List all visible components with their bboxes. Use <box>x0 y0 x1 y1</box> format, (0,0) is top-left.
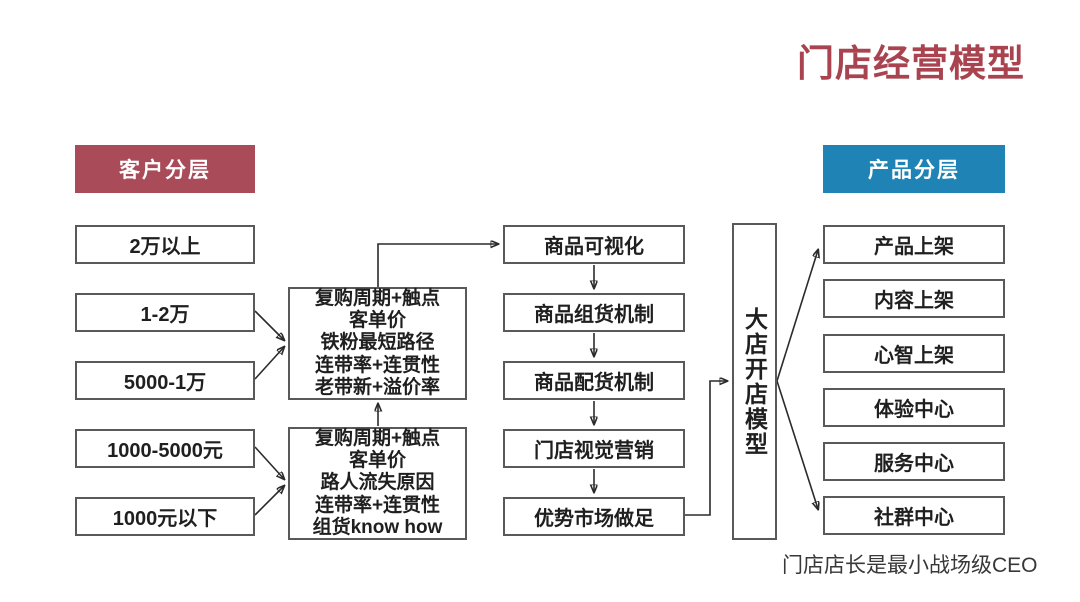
customer-tier-box-5: 1000元以下 <box>75 497 255 536</box>
customer-tier-box-2: 1-2万 <box>75 293 255 332</box>
analysis-upper-line: 铁粉最短路径 <box>320 332 435 354</box>
product-layer-box-6: 社群中心 <box>823 496 1005 535</box>
page-title: 门店经营模型 <box>797 41 1025 85</box>
analysis-lower-line: 路人流失原因 <box>320 472 435 494</box>
process-step-box-3: 商品配货机制 <box>503 361 685 400</box>
process-step-box-4: 门店视觉营销 <box>503 429 685 468</box>
arrow-tier3-to-upper-analysis <box>254 347 284 380</box>
analysis-upper-line: 老带新+溢价率 <box>314 376 441 398</box>
product-layering-header: 产品分层 <box>823 145 1005 193</box>
product-layer-box-2: 内容上架 <box>823 279 1005 318</box>
analysis-upper-line: 复购周期+触点 <box>314 288 441 309</box>
process-step-box-5: 优势市场做足 <box>503 497 685 536</box>
customer-tier-box-3: 5000-1万 <box>75 361 255 400</box>
arrow-tier2-to-upper-analysis <box>254 310 284 340</box>
analysis-lower-line: 客单价 <box>348 450 406 472</box>
analysis-upper-line: 连带率+连贯性 <box>314 354 441 376</box>
arrow-store-model-to-layer1 <box>776 250 818 382</box>
store-model-box: 大店开店模型 <box>732 223 777 540</box>
arrow-tier4-to-lower-analysis <box>254 446 284 479</box>
analysis-lower-line: 组货know how <box>312 516 443 538</box>
customer-tier-box-1: 2万以上 <box>75 225 255 264</box>
analysis-upper-box: 复购周期+触点 客单价 铁粉最短路径 连带率+连贯性 老带新+溢价率 <box>288 287 467 400</box>
bottom-caption: 门店店长是最小战场级CEO <box>782 554 1038 577</box>
process-step-box-1: 商品可视化 <box>503 225 685 264</box>
arrow-tier5-to-lower-analysis <box>254 486 284 516</box>
product-layer-box-5: 服务中心 <box>823 442 1005 481</box>
product-layer-box-1: 产品上架 <box>823 225 1005 264</box>
product-layer-box-3: 心智上架 <box>823 334 1005 373</box>
customer-tier-box-4: 1000-5000元 <box>75 429 255 468</box>
analysis-lower-line: 连带率+连贯性 <box>314 494 441 516</box>
customer-segmentation-header: 客户分层 <box>75 145 255 193</box>
arrow-upper-analysis-to-step1 <box>377 244 498 287</box>
product-layer-box-4: 体验中心 <box>823 388 1005 427</box>
arrow-step5-to-store-model <box>685 381 727 516</box>
analysis-upper-line: 客单价 <box>348 310 406 332</box>
process-step-box-2: 商品组货机制 <box>503 293 685 332</box>
analysis-lower-box: 复购周期+触点 客单价 路人流失原因 连带率+连贯性 组货know how <box>288 427 467 540</box>
arrow-store-model-to-layer6 <box>776 380 818 509</box>
analysis-lower-line: 复购周期+触点 <box>314 428 441 449</box>
